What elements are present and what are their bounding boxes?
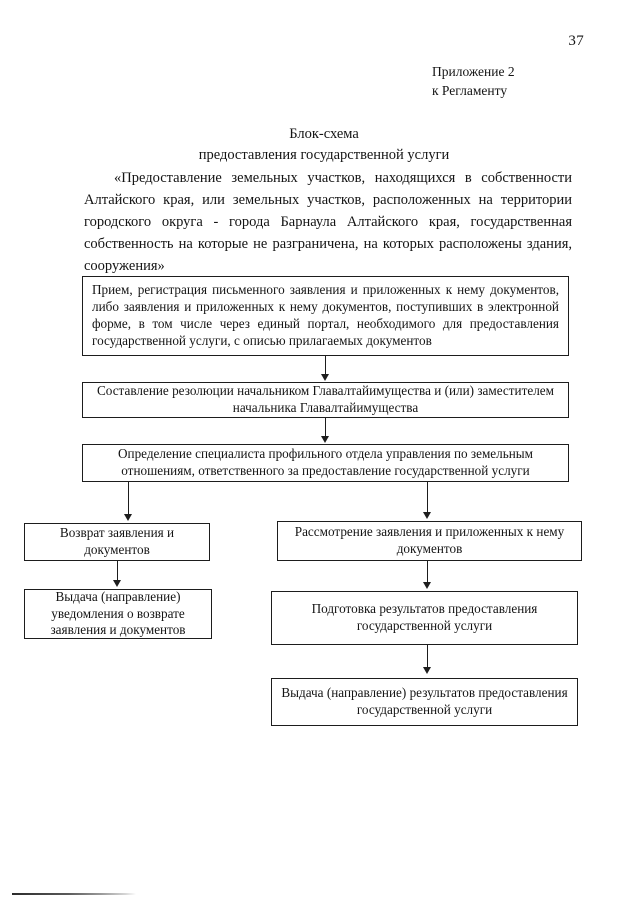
flow-node-issue: Выдача (направление) результатов предост… [271, 678, 578, 726]
connector-prepare-to-issue [427, 645, 429, 669]
appendix-reference: Приложение 2 к Регламенту [432, 62, 515, 100]
flow-node-review: Рассмотрение заявления и приложенных к н… [277, 521, 582, 561]
flow-node-intake-label: Прием, регистрация письменного заявления… [92, 282, 559, 348]
flow-node-prepare-label: Подготовка результатов предоставления го… [311, 601, 538, 633]
flow-node-specialist-label: Определение специалиста профильного отде… [117, 446, 534, 478]
connector-specialist-to-return [128, 482, 130, 516]
flow-node-notice-label: Выдача (направление) уведомления о возвр… [50, 588, 186, 638]
flow-node-resolution-label: Составление резолюции начальником Главал… [96, 383, 555, 415]
connector-specialist-to-review [427, 482, 429, 514]
document-title: Блок-схема [289, 126, 359, 142]
arrowhead-specialist-to-review [423, 512, 431, 519]
arrowhead-return-to-notice [113, 580, 121, 587]
flow-node-resolution: Составление резолюции начальником Главал… [82, 382, 569, 418]
service-name: «Предоставление земельных участков, нахо… [84, 170, 572, 275]
flow-node-issue-label: Выдача (направление) результатов предост… [281, 685, 568, 717]
flow-node-return-label: Возврат заявления и документов [59, 525, 175, 557]
appendix-subtitle: к Регламенту [432, 83, 508, 99]
connector-intake-to-resolution [325, 356, 327, 376]
arrowhead-intake-to-resolution [321, 374, 329, 381]
flow-node-review-label: Рассмотрение заявления и приложенных к н… [294, 524, 565, 556]
flow-node-notice: Выдача (направление) уведомления о возвр… [24, 589, 212, 639]
document-subtitle: предоставления государственной услуги [198, 147, 450, 163]
arrowhead-review-to-prepare [423, 582, 431, 589]
flow-node-intake: Прием, регистрация письменного заявления… [82, 276, 569, 356]
flow-node-prepare: Подготовка результатов предоставления го… [271, 591, 578, 645]
arrowhead-prepare-to-issue [423, 667, 431, 674]
scan-artifact-line [12, 893, 136, 895]
page-number: 37 [568, 33, 584, 49]
arrowhead-resolution-to-specialist [321, 436, 329, 443]
flow-node-return: Возврат заявления и документов [24, 523, 210, 561]
connector-resolution-to-specialist [325, 418, 327, 437]
arrowhead-specialist-to-return [124, 514, 132, 521]
connector-return-to-notice [117, 561, 119, 582]
appendix-title: Приложение 2 [432, 64, 515, 79]
connector-review-to-prepare [427, 561, 429, 584]
flow-node-specialist: Определение специалиста профильного отде… [82, 444, 569, 482]
